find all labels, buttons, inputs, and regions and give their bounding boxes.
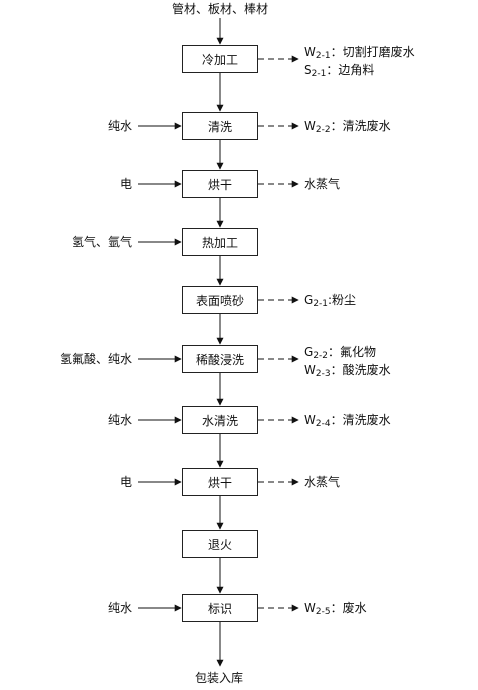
output-code-letter: S (304, 63, 312, 77)
output-code-letter: G (304, 293, 314, 307)
process-step-box: 水清洗 (182, 406, 258, 434)
output-label: W2-5：废水 (304, 601, 367, 619)
output-description: ：边角料 (326, 63, 375, 77)
top-input-label: 管材、板材、棒材 (172, 2, 269, 16)
output-description: 水蒸气 (304, 475, 341, 489)
input-label: 电 (119, 475, 132, 489)
output-labels: W2-4：清洗废水 (304, 413, 391, 431)
output-labels: 水蒸气 (304, 177, 340, 191)
output-labels: W2-2：清洗废水 (304, 119, 391, 137)
process-step-label: 冷加工 (201, 52, 238, 67)
process-step-box: 烘干 (182, 170, 258, 198)
input-label: 氢气、氩气 (71, 235, 132, 249)
process-step-label: 表面喷砂 (195, 293, 244, 308)
output-label: W2-2：清洗废水 (304, 119, 391, 137)
output-description: ：氟化物 (328, 345, 377, 359)
input-label: 纯水 (107, 601, 132, 615)
output-label: 水蒸气 (304, 475, 340, 489)
output-description: 水蒸气 (304, 177, 341, 191)
output-code-subscript: 2-5 (315, 607, 331, 617)
output-description: ：清洗废水 (330, 119, 391, 133)
output-description: ：切割打磨废水 (330, 45, 415, 59)
process-step-label: 清洗 (207, 119, 232, 134)
output-description: ：酸洗废水 (330, 363, 391, 377)
output-label: S2-1：边角料 (304, 63, 415, 81)
output-description: ：废水 (330, 601, 367, 615)
output-labels: G2-1:粉尘 (304, 293, 356, 311)
process-step-box: 清洗 (182, 112, 258, 140)
input-label: 氢氟酸、纯水 (59, 352, 132, 366)
process-step-label: 水清洗 (201, 413, 238, 428)
output-code-subscript: 2-1 (311, 69, 327, 79)
process-step-label: 烘干 (207, 475, 232, 490)
process-step-box: 标识 (182, 594, 258, 622)
output-code-letter: W (304, 363, 316, 377)
output-label: G2-2：氟化物 (304, 345, 391, 363)
input-label: 纯水 (107, 413, 132, 427)
process-step-box: 热加工 (182, 228, 258, 256)
output-labels: 水蒸气 (304, 475, 340, 489)
output-label: W2-3：酸洗废水 (304, 363, 391, 381)
process-step-label: 退火 (207, 537, 232, 552)
process-step-box: 稀酸浸洗 (182, 345, 258, 373)
bottom-output-label: 包装入库 (195, 671, 244, 685)
output-code-subscript: 2-2 (315, 125, 331, 135)
process-step-label: 标识 (207, 601, 232, 616)
output-label: G2-1:粉尘 (304, 293, 356, 311)
output-code-subscript: 2-3 (315, 369, 331, 379)
process-step-label: 烘干 (207, 177, 232, 192)
output-code-letter: W (304, 413, 316, 427)
output-label: W2-1：切割打磨废水 (304, 45, 415, 63)
process-step-label: 热加工 (201, 235, 238, 250)
input-label: 纯水 (107, 119, 132, 133)
process-step-box: 表面喷砂 (182, 286, 258, 314)
output-label: 水蒸气 (304, 177, 340, 191)
output-labels: W2-5：废水 (304, 601, 367, 619)
input-label: 电 (119, 177, 132, 191)
output-code-subscript: 2-1 (313, 299, 329, 309)
output-code-letter: G (304, 345, 314, 359)
output-description: ：清洗废水 (330, 413, 391, 427)
output-label: W2-4：清洗废水 (304, 413, 391, 431)
process-step-box: 烘干 (182, 468, 258, 496)
process-step-label: 稀酸浸洗 (195, 352, 244, 367)
output-code-subscript: 2-4 (315, 419, 331, 429)
output-code-letter: W (304, 45, 316, 59)
output-code-letter: W (304, 119, 316, 133)
output-code-letter: W (304, 601, 316, 615)
process-step-box: 退火 (182, 530, 258, 558)
output-description: :粉尘 (328, 293, 357, 307)
output-code-subscript: 2-2 (313, 351, 329, 361)
output-code-subscript: 2-1 (315, 51, 331, 61)
process-step-box: 冷加工 (182, 45, 258, 73)
